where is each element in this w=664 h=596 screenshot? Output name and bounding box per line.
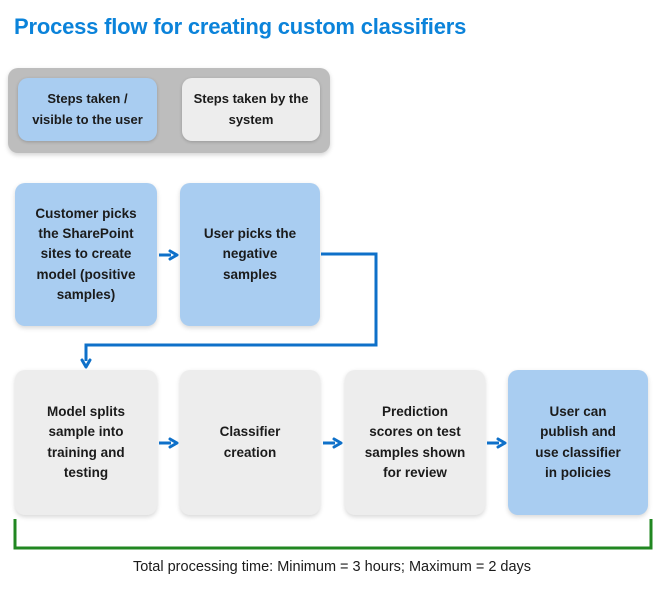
legend-item-system-steps-label: Steps taken by the system — [193, 91, 309, 127]
flow-node-prediction-scores-label: Prediction scores on test samples shown … — [364, 404, 466, 480]
flow-node-publish-classifier-label: User can publish and use classifier in p… — [535, 404, 621, 480]
flow-node-user-picks-negative-samples-label: User picks the negative samples — [203, 226, 297, 282]
legend-item-user-steps: Steps taken / visible to the user — [18, 78, 157, 141]
flow-node-user-picks-negative-samples: User picks the negative samples — [180, 183, 320, 326]
legend: Steps taken / visible to the user Steps … — [8, 68, 330, 153]
flow-node-classifier-creation-label: Classifier creation — [219, 424, 281, 460]
flow-node-customer-picks-sites: Customer picks the SharePoint sites to c… — [15, 183, 157, 326]
flow-node-model-splits-sample-label: Model splits sample into training and te… — [46, 404, 125, 480]
flow-node-prediction-scores: Prediction scores on test samples shown … — [345, 370, 485, 515]
flow-node-classifier-creation: Classifier creation — [180, 370, 320, 515]
legend-item-user-steps-label: Steps taken / visible to the user — [32, 91, 143, 127]
legend-item-system-steps: Steps taken by the system — [182, 78, 320, 141]
flow-node-customer-picks-sites-label: Customer picks the SharePoint sites to c… — [35, 205, 137, 302]
total-processing-time-label: Total processing time: Minimum = 3 hours… — [132, 559, 532, 575]
total-time-bracket — [13, 519, 653, 550]
flow-node-publish-classifier: User can publish and use classifier in p… — [508, 370, 648, 515]
flow-node-model-splits-sample: Model splits sample into training and te… — [15, 370, 157, 515]
page-title: Process flow for creating custom classif… — [14, 14, 467, 39]
